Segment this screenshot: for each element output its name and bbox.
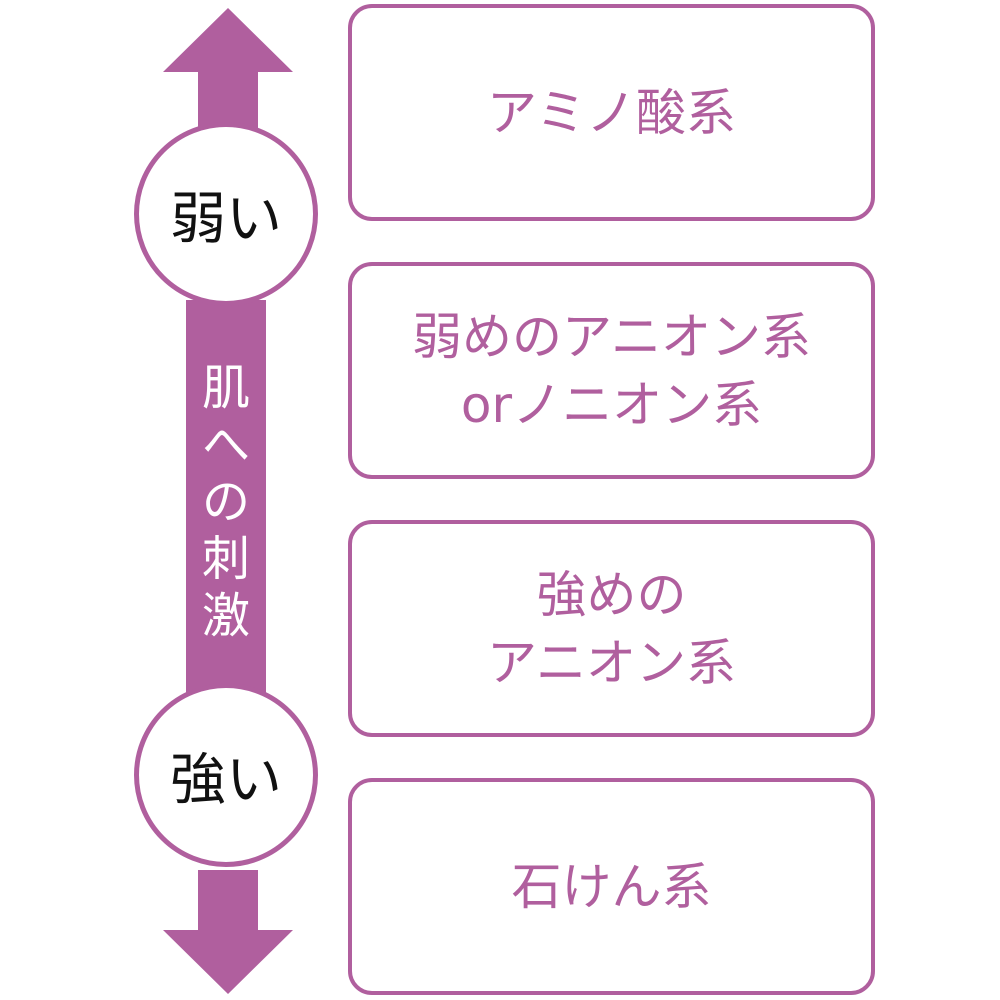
axis-label-char: 刺 [201, 531, 250, 587]
axis-label-char: 激 [201, 588, 250, 644]
axis-label-char: 肌 [201, 360, 250, 416]
arrow-up-head [163, 8, 293, 130]
category-line: アミノ酸系 [487, 83, 736, 142]
arrow-down-head [163, 870, 293, 994]
axis-label-char: の [201, 474, 250, 530]
strong-indicator: 強い [134, 683, 318, 867]
category-line: 石けん系 [511, 857, 712, 916]
category-line: 弱めのアニオン系 [412, 307, 811, 366]
axis-label-char: へ [201, 417, 250, 473]
axis-label-skin-irritation: 肌 へ の 刺 激 [186, 360, 266, 645]
category-line: アニオン系 [487, 633, 736, 692]
category-card-strong-anionic: 強めの アニオン系 [348, 520, 875, 737]
category-line: orノニオン系 [460, 375, 763, 434]
category-card-mild-anionic-nonionic: 弱めのアニオン系 orノニオン系 [348, 262, 875, 479]
arrow-shaft [186, 300, 266, 700]
category-card-soap: 石けん系 [348, 778, 875, 995]
category-line: 強めの [536, 565, 687, 624]
weak-indicator: 弱い [134, 122, 318, 306]
category-card-amino-acid: アミノ酸系 [348, 4, 875, 221]
